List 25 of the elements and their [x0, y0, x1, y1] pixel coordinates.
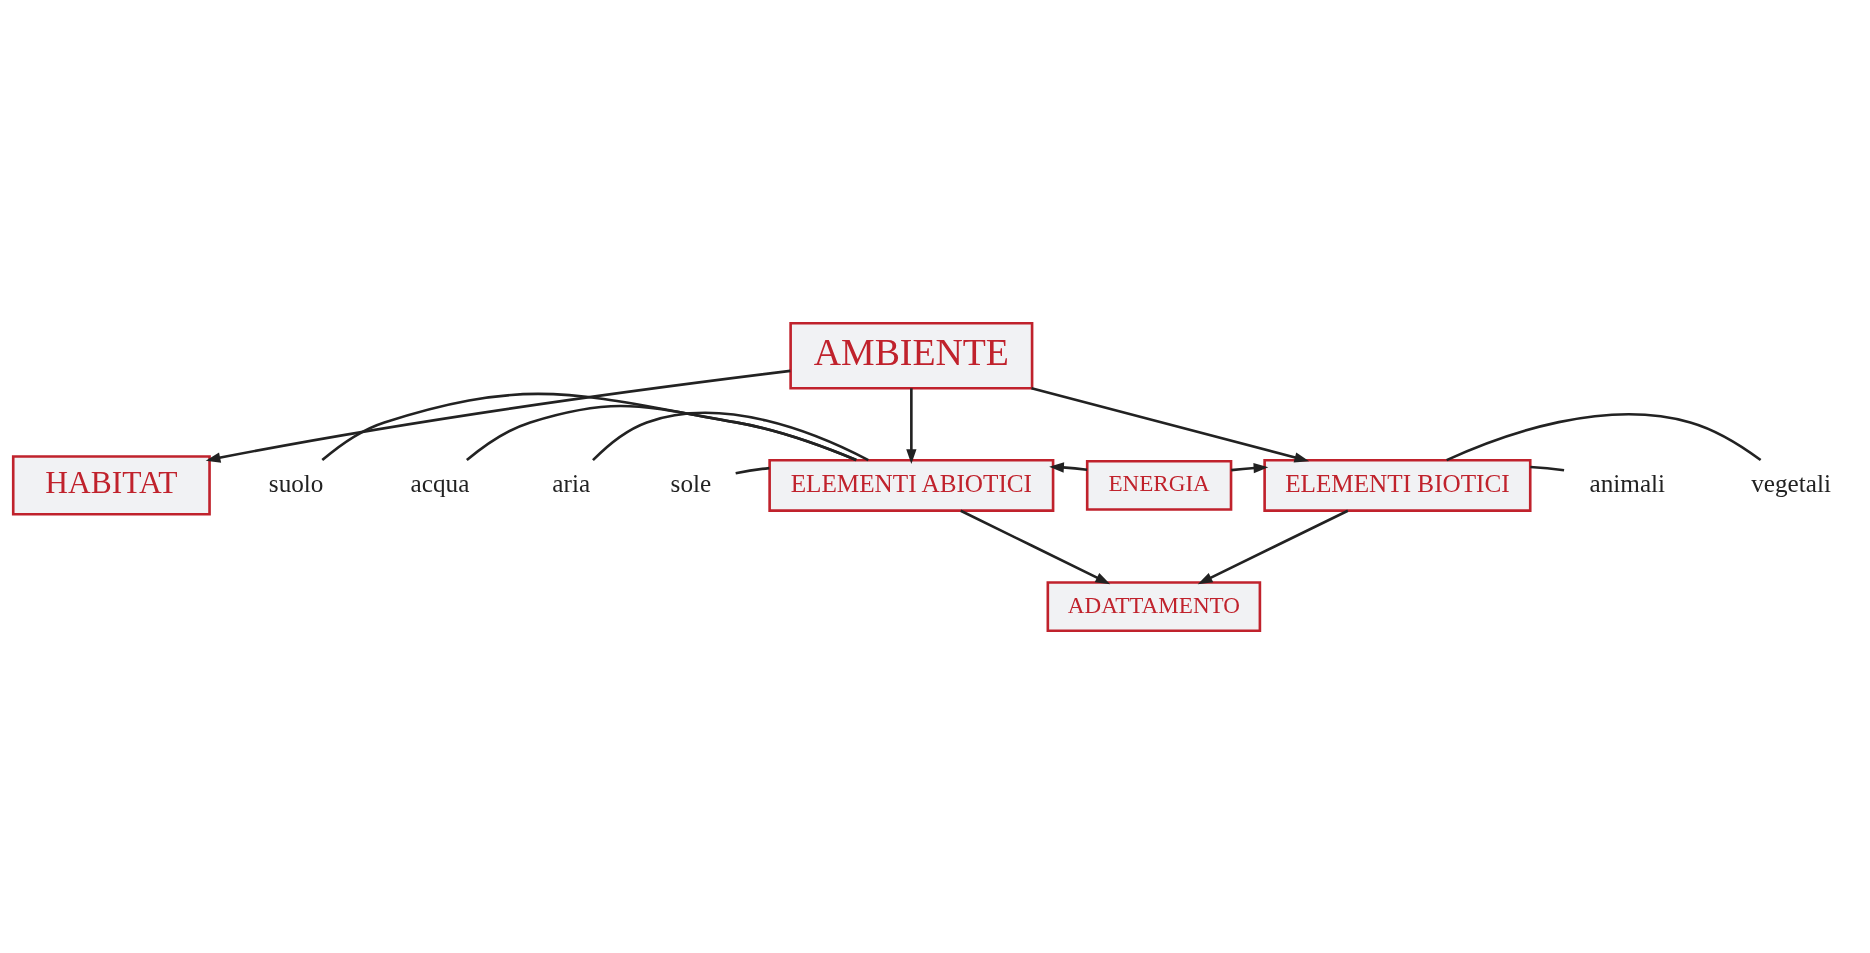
node-text: acqua — [410, 469, 469, 497]
node-text: aria — [551, 469, 590, 497]
connector — [320, 392, 857, 461]
node-box: AMBIENTE — [788, 321, 1033, 390]
arrow — [959, 509, 1110, 584]
node-text: suolo — [268, 469, 323, 497]
arrow — [205, 369, 790, 463]
node-text: vegetali — [1750, 469, 1831, 497]
connector — [591, 411, 869, 461]
node-box: ENERGIA — [1085, 459, 1232, 511]
arrow — [1030, 386, 1309, 462]
arrow — [1230, 462, 1268, 473]
node-text: animali — [1589, 469, 1665, 497]
node-box: ELEMENTI BIOTICI — [1262, 458, 1532, 512]
arrow — [1197, 509, 1348, 584]
connector — [465, 404, 857, 461]
arrow — [905, 387, 916, 464]
node-box: ELEMENTI ABIOTICI — [767, 458, 1054, 512]
node-box: ADATTAMENTO — [1046, 580, 1261, 632]
connector — [1529, 465, 1564, 472]
arrow — [1048, 461, 1087, 473]
connector — [1445, 412, 1761, 461]
node-text: sole — [670, 469, 711, 497]
connector — [734, 466, 769, 474]
node-box: HABITAT — [11, 454, 211, 516]
